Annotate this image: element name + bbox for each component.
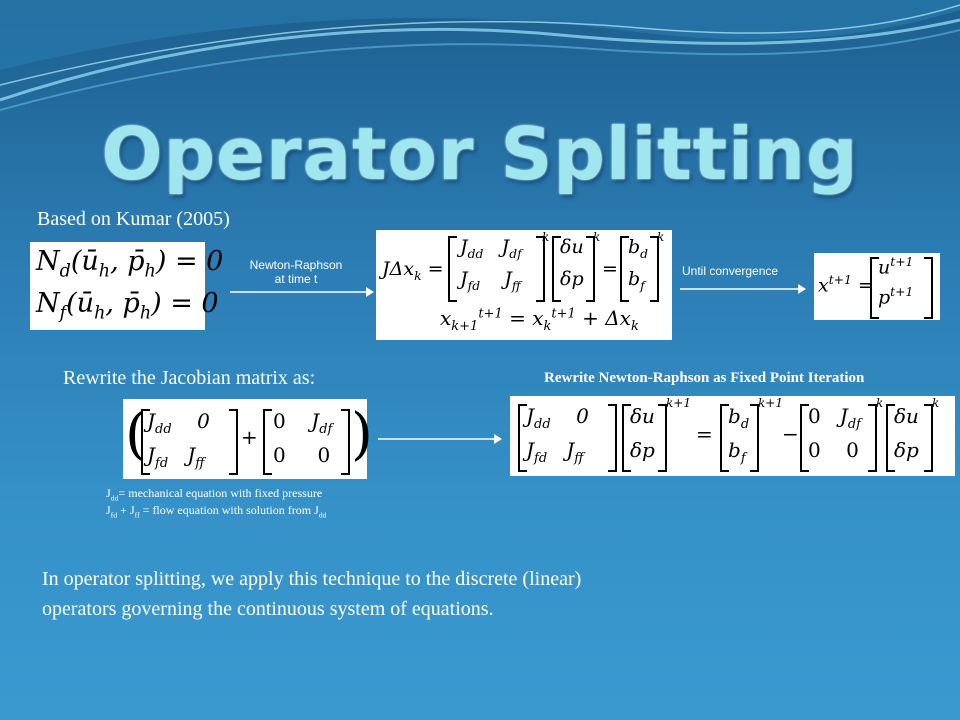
newton-raphson-label: Newton-Raphson at time t — [226, 258, 366, 286]
nr-label-line2: at time t — [274, 272, 318, 286]
summary-line-2: operators governing the continuous syste… — [42, 598, 494, 620]
citation-text: Based on Kumar (2005) — [37, 208, 230, 230]
summary-line-1: In operator splitting, we apply this tec… — [42, 568, 582, 590]
note-jfd-jff: Jfd + Jff = flow equation with solution … — [106, 503, 327, 520]
note2-text: = flow equation with solution from J — [139, 503, 319, 517]
arrow-icon — [680, 284, 806, 294]
equation-box-jacobian-split: ( Jdd 0 Jfd Jff + 0 Jdf 0 0 ) — [123, 399, 373, 479]
nr-label-line1: Newton-Raphson — [249, 258, 343, 272]
note-jdd: Jdd= mechanical equation with fixed pres… — [106, 486, 323, 503]
arrow-icon — [230, 287, 374, 297]
equation-box-newton-raphson: JΔxk = Jdd Jdf Jfd Jff k δu δp k = bd bf… — [376, 230, 672, 340]
until-convergence-label: Until convergence — [682, 264, 779, 278]
slide-title: Operator Splitting — [101, 112, 859, 196]
decorative-swoosh — [0, 0, 960, 111]
note2-plus: + J — [117, 503, 135, 517]
note2-sub-c: dd — [318, 510, 327, 520]
note2-sub-a: fd — [110, 510, 118, 520]
equation-box-fixed-point: Jdd 0 Jfd Jff δu δp k+1 = bd bf k+1 − 0 … — [510, 396, 955, 476]
arrow-icon — [378, 434, 502, 444]
note1-sub: dd — [110, 493, 119, 503]
equation-box-solution: xt+1 = ut+1 pt+1 — [814, 253, 940, 320]
rewrite-jacobian-text: Rewrite the Jacobian matrix as: — [63, 367, 316, 389]
equation-box-nonlinear: Nd(ūh, p̄h) = 0 Nf(ūh, p̄h) = 0 — [30, 242, 223, 330]
note1-text: = mechanical equation with fixed pressur… — [118, 486, 323, 500]
rewrite-nr-text: Rewrite Newton-Raphson as Fixed Point It… — [544, 370, 865, 386]
note2-sub-b: ff — [134, 510, 140, 520]
